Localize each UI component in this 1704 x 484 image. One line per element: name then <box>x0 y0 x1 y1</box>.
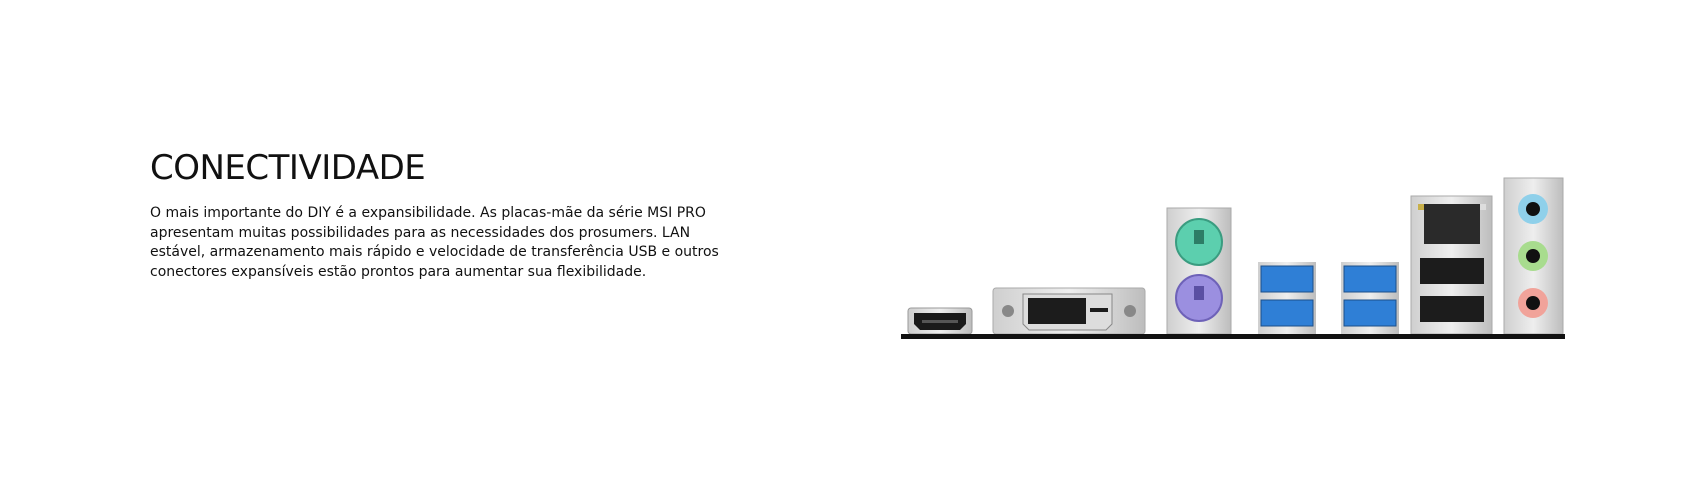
ps2-combo-ports <box>1166 207 1232 335</box>
lan-port <box>1424 204 1480 244</box>
rear-io-panel-image <box>901 177 1565 339</box>
io-base-bar <box>901 334 1565 339</box>
lan-usb2-stack <box>1410 195 1493 335</box>
hdmi-port <box>907 307 973 335</box>
section-description: O mais importante do DIY é a expansibili… <box>150 205 719 280</box>
section-title: CONECTIVIDADE <box>150 148 426 188</box>
usb3-port-stack-2 <box>1341 262 1399 334</box>
usb3-port-stack-1 <box>1258 262 1316 334</box>
dvi-port <box>992 287 1146 335</box>
audio-jacks <box>1503 177 1564 335</box>
